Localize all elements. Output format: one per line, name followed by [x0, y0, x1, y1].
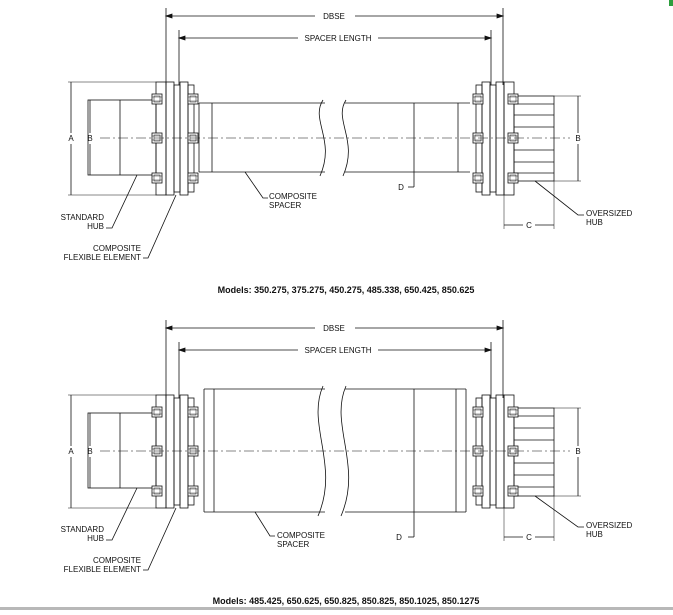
dbse-label: DBSE [323, 12, 345, 21]
flexible-element-label-2: FLEXIBLE ELEMENT [64, 565, 141, 574]
dim-d-label: D [396, 533, 402, 542]
bottom-scroll-edge [0, 607, 673, 610]
models-caption-1: Models: 350.275, 375.275, 450.275, 485.3… [218, 285, 475, 295]
oversized-hub-label-2: HUB [586, 218, 603, 227]
flexible-element-label: COMPOSITE [93, 244, 141, 253]
coupling-diagram-1 [68, 8, 584, 259]
standard-hub-label: STANDARD [61, 525, 105, 534]
dim-c-label: C [526, 533, 532, 542]
composite-spacer-label: COMPOSITE [277, 531, 325, 540]
flexible-element-label: COMPOSITE [93, 556, 141, 565]
dim-a-label: A [68, 447, 74, 456]
dim-c-label: C [526, 221, 532, 230]
spacer-length-label: SPACER LENGTH [305, 34, 372, 43]
dim-b-right-label: B [575, 447, 580, 456]
spacer-length-label: SPACER LENGTH [305, 346, 372, 355]
diagram-1-labels: DBSE SPACER LENGTH A B B C D COMPOSITE S… [61, 10, 632, 295]
composite-spacer-label: COMPOSITE [269, 192, 317, 201]
standard-hub-label-2: HUB [87, 534, 104, 543]
coupling-diagram-2 [68, 320, 584, 571]
flexible-element-label-2: FLEXIBLE ELEMENT [64, 253, 141, 262]
dim-b-right-label: B [575, 134, 580, 143]
dim-d-label: D [398, 183, 404, 192]
diagram-2-labels: DBSE SPACER LENGTH A B B C D COMPOSITE S… [61, 322, 632, 606]
composite-spacer-label-2: SPACER [269, 201, 302, 210]
standard-hub-label: STANDARD [61, 213, 105, 222]
oversized-hub-label-2: HUB [586, 530, 603, 539]
oversized-hub-label: OVERSIZED [586, 209, 632, 218]
dim-b-left-label: B [87, 447, 92, 456]
dim-a-label: A [68, 134, 74, 143]
oversized-hub-label: OVERSIZED [586, 521, 632, 530]
dim-b-left-label: B [87, 134, 92, 143]
models-caption-2: Models: 485.425, 650.625, 650.825, 850.8… [213, 596, 480, 606]
frame-accent [669, 0, 673, 6]
standard-hub-label-2: HUB [87, 222, 104, 231]
composite-spacer-label-2: SPACER [277, 540, 310, 549]
dbse-label: DBSE [323, 324, 345, 333]
